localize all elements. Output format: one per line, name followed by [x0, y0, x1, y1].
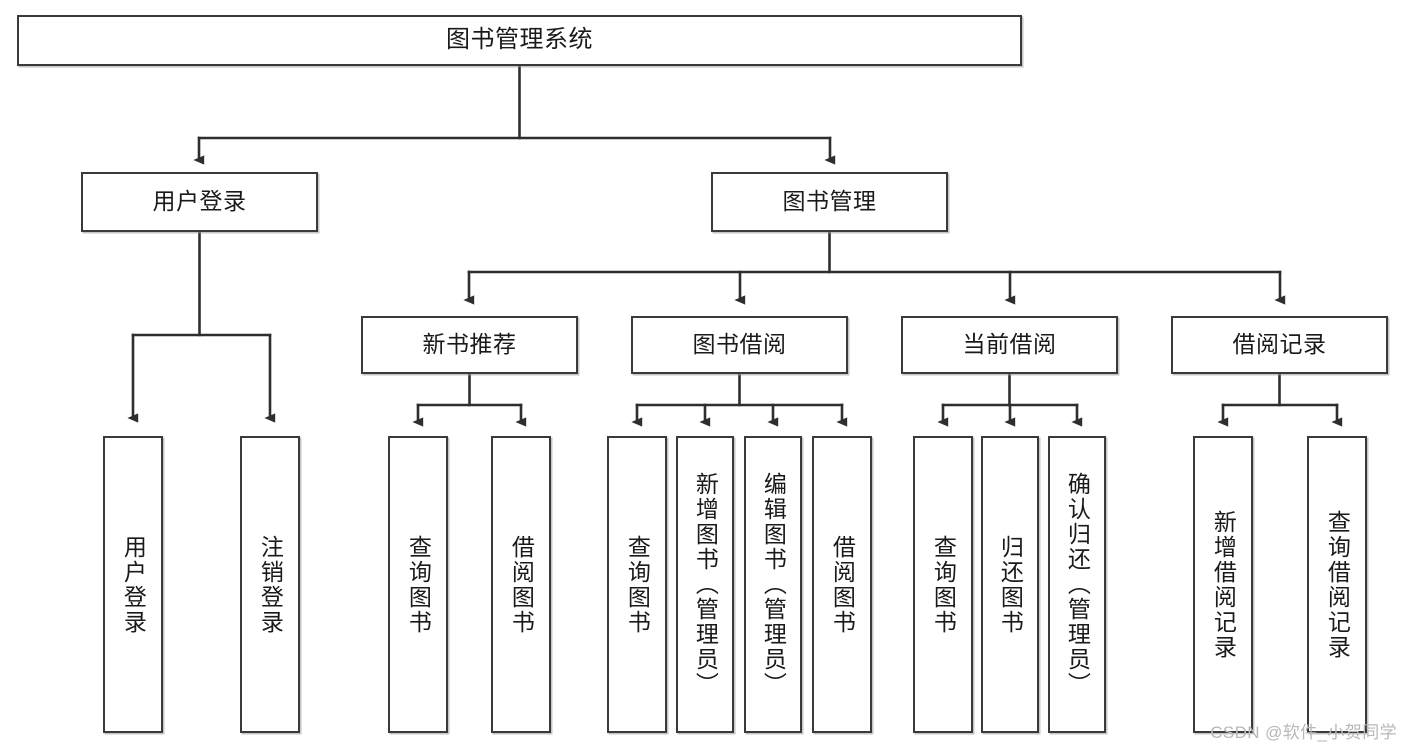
- node-new-book-recommend[interactable]: 新书推荐: [361, 316, 578, 374]
- node-label: 查询图书: [930, 534, 957, 635]
- node-root-system[interactable]: 图书管理系统: [17, 15, 1022, 66]
- node-current-borrow[interactable]: 当前借阅: [901, 316, 1118, 374]
- node-leaf-edit-book[interactable]: 编辑图书（管理员）: [744, 436, 802, 733]
- node-leaf-add-book[interactable]: 新增图书（管理员）: [676, 436, 734, 733]
- node-leaf-query-book-recommend[interactable]: 查询图书: [388, 436, 448, 733]
- node-label: 新书推荐: [422, 331, 517, 358]
- node-user-login[interactable]: 用户登录: [81, 172, 318, 232]
- node-book-borrow[interactable]: 图书借阅: [631, 316, 848, 374]
- node-leaf-user-login[interactable]: 用户登录: [103, 436, 163, 733]
- node-borrow-record[interactable]: 借阅记录: [1171, 316, 1388, 374]
- node-label: 编辑图书（管理员）: [760, 472, 787, 697]
- node-leaf-user-logout[interactable]: 注销登录: [240, 436, 300, 733]
- node-label: 用户登录: [152, 188, 247, 215]
- node-label: 查询图书: [405, 534, 432, 635]
- node-label: 查询图书: [624, 534, 651, 635]
- csdn-watermark: CSDN @软件_小贺同学: [1210, 723, 1397, 742]
- node-label: 新增图书（管理员）: [692, 472, 719, 697]
- node-leaf-query-book-current[interactable]: 查询图书: [913, 436, 973, 733]
- node-label: 借阅记录: [1232, 331, 1327, 358]
- node-label: 新增借阅记录: [1210, 509, 1237, 660]
- node-leaf-query-borrow-record[interactable]: 查询借阅记录: [1307, 436, 1367, 733]
- node-leaf-query-book-borrow[interactable]: 查询图书: [607, 436, 667, 733]
- node-label: 图书管理系统: [446, 26, 593, 54]
- node-label: 当前借阅: [962, 331, 1057, 358]
- node-leaf-add-borrow-record[interactable]: 新增借阅记录: [1193, 436, 1253, 733]
- node-label: 图书借阅: [692, 331, 787, 358]
- node-leaf-borrow-book-borrow[interactable]: 借阅图书: [812, 436, 872, 733]
- node-leaf-confirm-return[interactable]: 确认归还（管理员）: [1048, 436, 1106, 733]
- node-leaf-return-book[interactable]: 归还图书: [981, 436, 1039, 733]
- node-label: 确认归还（管理员）: [1064, 472, 1091, 697]
- node-book-management[interactable]: 图书管理: [711, 172, 948, 232]
- node-label: 归还图书: [997, 534, 1024, 635]
- node-label: 借阅图书: [508, 534, 535, 635]
- node-label: 用户登录: [120, 534, 147, 635]
- node-label: 借阅图书: [829, 534, 856, 635]
- node-leaf-borrow-book-recommend[interactable]: 借阅图书: [491, 436, 551, 733]
- node-label: 查询借阅记录: [1324, 509, 1351, 660]
- node-label: 图书管理: [782, 188, 877, 215]
- node-label: 注销登录: [257, 534, 284, 635]
